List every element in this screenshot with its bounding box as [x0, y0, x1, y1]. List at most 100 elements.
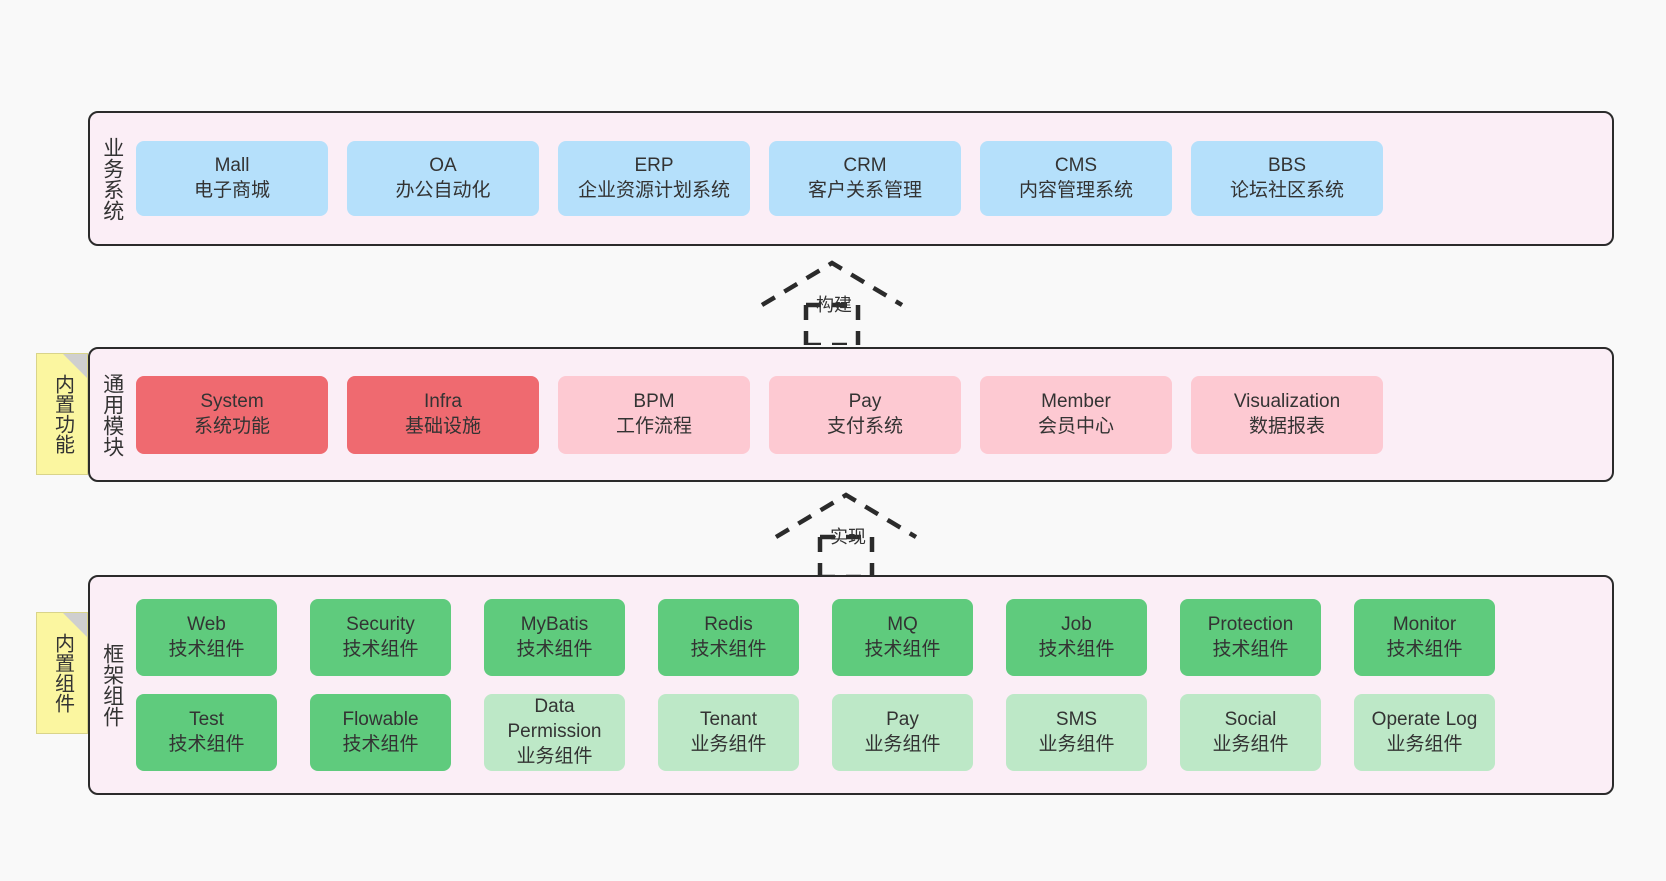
node-bbs[interactable]: BBS 论坛社区系统: [1191, 141, 1383, 216]
node-pay-component-desc: 业务组件: [864, 733, 941, 755]
node-redis-name: Redis: [704, 613, 753, 635]
node-security[interactable]: Security 技术组件: [310, 599, 451, 676]
node-monitor-desc: 技术组件: [1386, 638, 1463, 660]
node-mybatis[interactable]: MyBatis 技术组件: [484, 599, 625, 676]
node-test-desc: 技术组件: [168, 733, 245, 755]
note-builtin-features: 内置功能: [36, 353, 88, 475]
node-bpm[interactable]: BPM 工作流程: [558, 375, 750, 454]
node-mall-name: Mall: [214, 154, 250, 176]
node-web-name: Web: [187, 613, 226, 635]
layer-title-framework: 框架组件: [100, 643, 124, 727]
node-test[interactable]: Test 技术组件: [136, 694, 277, 771]
node-social[interactable]: Social 业务组件: [1180, 694, 1321, 771]
node-mybatis-desc: 技术组件: [516, 638, 593, 660]
node-member-name: Member: [1041, 390, 1111, 412]
node-mq[interactable]: MQ 技术组件: [832, 599, 973, 676]
business-row: Mall 电子商城 OA 办公自动化 ERP 企业资源计划系统 CRM 客户关系…: [136, 141, 1598, 216]
node-sms[interactable]: SMS 业务组件: [1006, 694, 1147, 771]
node-pay-module[interactable]: Pay 支付系统: [769, 375, 961, 454]
node-data-permission-name: Data Permission: [507, 696, 602, 743]
node-erp-desc: 企业资源计划系统: [577, 179, 730, 201]
node-sms-desc: 业务组件: [1038, 733, 1115, 755]
note-fold-corner-icon: [63, 613, 87, 637]
node-pay-component-name: Pay: [886, 708, 919, 730]
node-oa-name: OA: [429, 154, 457, 176]
connector-build: [760, 260, 904, 345]
node-security-name: Security: [346, 613, 415, 635]
node-crm[interactable]: CRM 客户关系管理: [769, 141, 961, 216]
node-bpm-name: BPM: [633, 390, 675, 412]
node-crm-desc: 客户关系管理: [807, 179, 922, 201]
layer-framework-components: 框架组件 Web 技术组件 Security 技术组件 MyBatis 技术组件…: [88, 575, 1614, 795]
node-social-desc: 业务组件: [1212, 733, 1289, 755]
node-monitor-name: Monitor: [1392, 613, 1457, 635]
node-visualization-name: Visualization: [1233, 390, 1341, 412]
node-monitor[interactable]: Monitor 技术组件: [1354, 599, 1495, 676]
node-mq-name: MQ: [887, 613, 918, 635]
node-flowable[interactable]: Flowable 技术组件: [310, 694, 451, 771]
node-security-desc: 技术组件: [342, 638, 419, 660]
node-pay-module-desc: 支付系统: [826, 415, 903, 437]
node-tenant-desc: 业务组件: [690, 733, 767, 755]
node-pay-module-name: Pay: [848, 390, 882, 412]
node-cms-name: CMS: [1054, 154, 1098, 176]
node-crm-name: CRM: [843, 154, 887, 176]
layer-body-framework: Web 技术组件 Security 技术组件 MyBatis 技术组件 Redi…: [134, 577, 1612, 793]
node-erp-name: ERP: [634, 154, 674, 176]
connector-build-label: 构建: [816, 295, 852, 315]
layer-body-general: System 系统功能 Infra 基础设施 BPM 工作流程 Pay 支付系统…: [134, 349, 1612, 480]
node-social-name: Social: [1224, 708, 1277, 730]
framework-row-business: Test 技术组件 Flowable 技术组件 Data Permission …: [136, 694, 1598, 771]
node-system-desc: 系统功能: [193, 415, 270, 437]
node-tenant[interactable]: Tenant 业务组件: [658, 694, 799, 771]
connector-build-head: [760, 260, 904, 307]
node-job-name: Job: [1061, 613, 1092, 635]
note-builtin-features-text: 内置功能: [51, 374, 74, 454]
node-mybatis-name: MyBatis: [520, 613, 589, 635]
node-redis[interactable]: Redis 技术组件: [658, 599, 799, 676]
node-protection[interactable]: Protection 技术组件: [1180, 599, 1321, 676]
node-protection-desc: 技术组件: [1212, 638, 1289, 660]
node-bbs-desc: 论坛社区系统: [1229, 179, 1344, 201]
node-infra[interactable]: Infra 基础设施: [347, 375, 539, 454]
node-data-permission[interactable]: Data Permission 业务组件: [484, 694, 625, 771]
node-web[interactable]: Web 技术组件: [136, 599, 277, 676]
node-redis-desc: 技术组件: [690, 638, 767, 660]
node-member[interactable]: Member 会员中心: [980, 375, 1172, 454]
node-cms[interactable]: CMS 内容管理系统: [980, 141, 1172, 216]
layer-body-business: Mall 电子商城 OA 办公自动化 ERP 企业资源计划系统 CRM 客户关系…: [134, 113, 1612, 244]
node-system-name: System: [200, 390, 264, 412]
node-flowable-name: Flowable: [342, 708, 419, 730]
framework-row-technical: Web 技术组件 Security 技术组件 MyBatis 技术组件 Redi…: [136, 599, 1598, 676]
layer-title-general: 通用模块: [100, 372, 124, 457]
node-mall-desc: 电子商城: [193, 179, 270, 201]
node-visualization[interactable]: Visualization 数据报表: [1191, 375, 1383, 454]
node-system[interactable]: System 系统功能: [136, 375, 328, 454]
general-row: System 系统功能 Infra 基础设施 BPM 工作流程 Pay 支付系统…: [136, 375, 1598, 454]
layer-business-systems: 业务系统 Mall 电子商城 OA 办公自动化 ERP 企业资源计划系统 CRM…: [88, 111, 1614, 246]
node-member-desc: 会员中心: [1037, 415, 1114, 437]
node-protection-name: Protection: [1207, 613, 1294, 635]
node-mall[interactable]: Mall 电子商城: [136, 141, 328, 216]
node-oa-desc: 办公自动化: [395, 179, 491, 201]
node-bbs-name: BBS: [1267, 154, 1307, 176]
node-job-desc: 技术组件: [1038, 638, 1115, 660]
node-cms-desc: 内容管理系统: [1018, 179, 1133, 201]
node-data-permission-desc: 业务组件: [516, 745, 593, 767]
node-web-desc: 技术组件: [168, 638, 245, 660]
node-mq-desc: 技术组件: [864, 638, 941, 660]
note-builtin-components: 内置组件: [36, 612, 88, 734]
node-job[interactable]: Job 技术组件: [1006, 599, 1147, 676]
connector-implement-head: [774, 492, 918, 539]
node-infra-name: Infra: [423, 390, 463, 412]
node-erp[interactable]: ERP 企业资源计划系统: [558, 141, 750, 216]
node-oa[interactable]: OA 办公自动化: [347, 141, 539, 216]
layer-title-business: 业务系统: [100, 136, 124, 221]
node-flowable-desc: 技术组件: [342, 733, 419, 755]
node-tenant-name: Tenant: [699, 708, 758, 730]
node-operate-log[interactable]: Operate Log 业务组件: [1354, 694, 1495, 771]
node-pay-component[interactable]: Pay 业务组件: [832, 694, 973, 771]
node-operate-log-name: Operate Log: [1371, 708, 1478, 730]
note-fold-corner-icon: [63, 354, 87, 378]
